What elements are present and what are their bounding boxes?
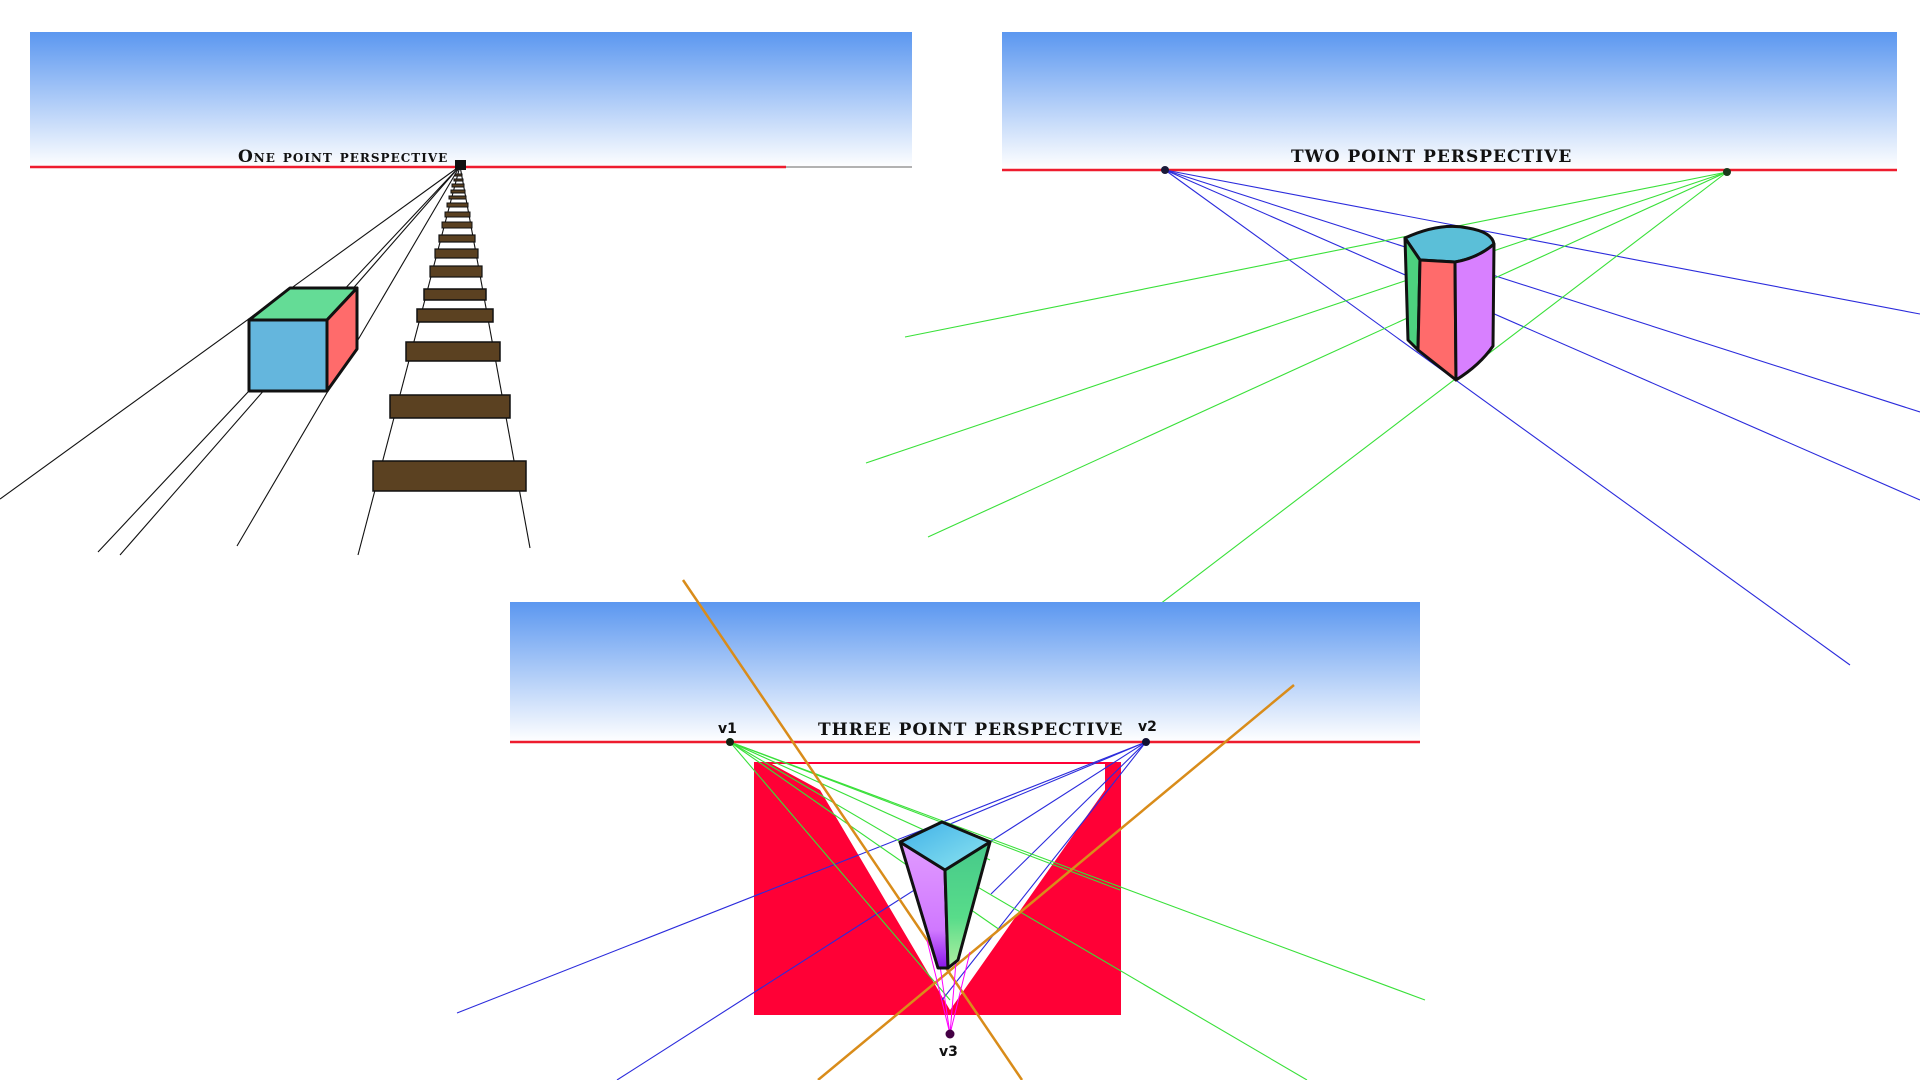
one-point-vanishing-point [455,160,466,170]
three-point-title: THREE POINT PERSPECTIVE [818,720,1124,740]
vp-v3-label: v3 [939,1044,958,1060]
one-point-title: One point perspective [238,147,448,167]
railroad-planks [372,173,527,492]
tower-top-face [898,820,992,872]
vp-v1-dot [726,738,734,746]
two-point-vp-right [1723,168,1731,176]
vp-v2-dot [1142,738,1150,746]
vp-v1-label: v1 [718,721,737,737]
two-point-blue-guides [1164,169,1920,666]
two-point-prism [1403,224,1496,382]
two-point-sky [1002,32,1897,169]
two-point-green-guides [865,171,1728,605]
two-point-vp-left [1161,166,1169,174]
vp-v2-label: v2 [1138,719,1157,735]
three-point-red-block [755,763,1120,1014]
prism-purple-face [1453,242,1496,382]
three-point-panel: THREE POINT PERSPECTIVE [456,579,1426,1080]
one-point-sky [30,32,912,168]
three-point-red-outline [754,762,1121,1015]
cube-front-face [247,318,329,393]
three-point-blue-guides [456,741,1147,1080]
prism-red-face [1416,258,1458,382]
three-point-tower [898,820,992,970]
vp-v3-dot [945,1029,955,1039]
one-point-cube [247,286,359,393]
three-point-orange-guides [681,579,1295,1080]
two-point-panel: TWO POINT PERSPECTIVE [865,32,1920,666]
two-point-title: TWO POINT PERSPECTIVE [1291,147,1572,167]
three-point-sky [510,602,1420,742]
one-point-panel: One point perspective [0,32,912,556]
